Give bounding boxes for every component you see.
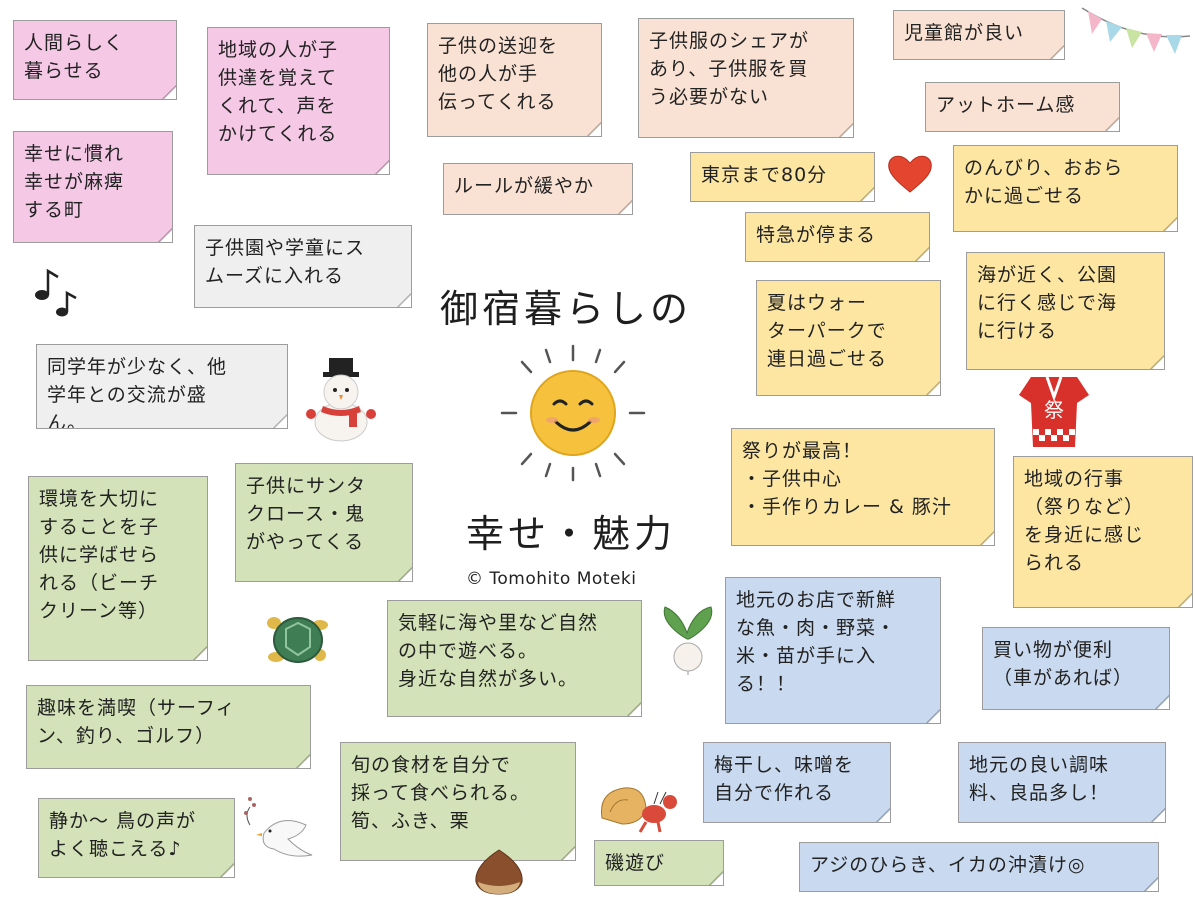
sun-icon	[500, 344, 646, 482]
sticky-note: 梅干し、味噌を 自分で作れる	[703, 742, 891, 823]
sticky-note: アジのひらき、イカの沖漬け◎	[799, 842, 1159, 892]
sticky-note: 同学年が少なく、他 学年との交流が盛 ん。	[36, 344, 288, 429]
sticky-note: 旬の食材を自分で 採って食べられる。 筍、ふき、栗	[340, 742, 576, 861]
sticky-note: 買い物が便利 （車があれば）	[982, 627, 1170, 710]
copyright-credit: © Tomohito Moteki	[466, 569, 637, 589]
sticky-note: 東京まで80分	[690, 152, 875, 202]
chestnut-icon	[475, 849, 523, 895]
sticky-note: 海が近く、公園 に行く感じで海 に行ける	[966, 252, 1165, 370]
sticky-note: 子供にサンタ クロース・鬼 がやってくる	[235, 463, 413, 582]
festival-happi-icon: 祭	[1019, 376, 1089, 447]
dove-icon	[244, 797, 313, 857]
snowman-icon	[306, 358, 376, 442]
sticky-note: 環境を大切に することを子 供に学ばせら れる（ビーチ クリーン等）	[28, 476, 208, 661]
sticky-note: のんびり、おおら かに過ごせる	[953, 145, 1178, 232]
sticky-note: 子供服のシェアが あり、子供服を買 う必要がない	[638, 18, 854, 138]
sticky-note: 気軽に海や里など自然 の中で遊べる。 身近な自然が多い。	[387, 600, 642, 717]
page-title: 御宿暮らしの	[440, 287, 693, 331]
sticky-note: 地元の良い調味 料、良品多し！	[958, 742, 1166, 823]
bunting-icon	[1081, 7, 1191, 54]
turnip-icon	[663, 606, 713, 675]
music-note-icon	[35, 268, 77, 317]
sticky-note: 子供の送迎を 他の人が手 伝ってくれる	[427, 23, 602, 137]
sticky-note: 地元のお店で新鮮 な魚・肉・野菜・ 米・苗が手に入 る！！	[725, 577, 941, 724]
sticky-note: ルールが緩やか	[443, 163, 633, 215]
page-subtitle: 幸せ・魅力	[466, 512, 677, 556]
sticky-note: 子供園や学童にス ムーズに入れる	[194, 225, 412, 308]
svg-text:祭: 祭	[1044, 398, 1064, 422]
sticky-note: 静か〜 鳥の声が よく聴こえる♪	[38, 798, 235, 878]
sticky-note: 地域の行事 （祭りなど） を身近に感じ られる	[1013, 456, 1193, 608]
sticky-note: 地域の人が子 供達を覚えて くれて、声を かけてくれる	[207, 27, 390, 175]
sticky-note: 人間らしく 暮らせる	[13, 20, 177, 100]
turtle-icon	[267, 617, 328, 663]
sticky-note: 児童館が良い	[893, 10, 1065, 60]
sticky-note: 祭りが最高！ ・子供中心 ・手作りカレー & 豚汁	[731, 428, 995, 546]
sticky-note: 幸せに慣れ 幸せが麻痺 する町	[13, 131, 173, 243]
heart-icon	[888, 155, 932, 193]
sticky-note: アットホーム感	[925, 82, 1120, 132]
sticky-note: 特急が停まる	[745, 212, 930, 262]
sticky-note: 磯遊び	[594, 840, 724, 886]
sticky-note: 趣味を満喫（サーフィ ン、釣り、ゴルフ）	[26, 685, 311, 769]
sticky-note: 夏はウォー ターパークで 連日過ごせる	[756, 280, 941, 396]
hermit-crab-icon	[600, 787, 677, 833]
